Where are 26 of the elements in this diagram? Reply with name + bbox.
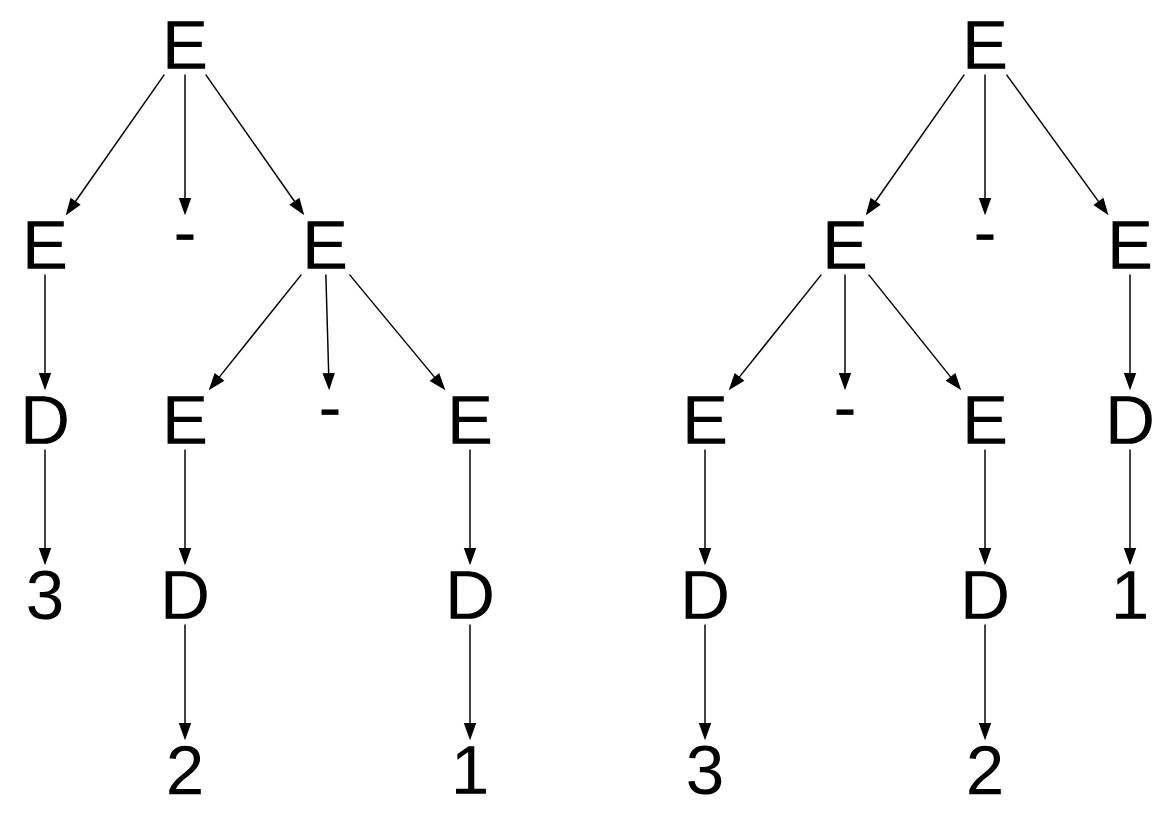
symbol-label: 3 — [688, 745, 722, 795]
symbol-label: D — [965, 571, 1007, 619]
symbol-label: - — [976, 234, 994, 240]
symbol-label: E — [827, 221, 866, 269]
symbol-label: 1 — [1116, 571, 1146, 619]
symbol-label: E — [167, 21, 206, 69]
symbol-label: E — [452, 396, 491, 444]
symbol-label: 2 — [169, 745, 201, 795]
symbol-label: E — [167, 396, 206, 444]
symbol-label: E — [1112, 221, 1151, 269]
symbol-label: E — [307, 221, 346, 269]
symbol-label: E — [687, 396, 726, 444]
symbol-label: D — [450, 571, 492, 619]
symbol-label: E — [967, 21, 1006, 69]
symbol-label: D — [1110, 396, 1152, 444]
symbol-label: - — [176, 234, 194, 240]
symbol-label: D — [685, 571, 727, 619]
symbol-label: - — [836, 409, 854, 415]
symbol-label: D — [25, 396, 67, 444]
symbol-label: E — [967, 396, 1006, 444]
symbol-label: 2 — [969, 745, 1001, 795]
symbol-label: - — [321, 409, 339, 415]
symbol-label: D — [165, 571, 207, 619]
symbol-label: 3 — [28, 570, 62, 620]
symbol-label: 1 — [456, 746, 486, 794]
symbol-label: E — [27, 221, 66, 269]
